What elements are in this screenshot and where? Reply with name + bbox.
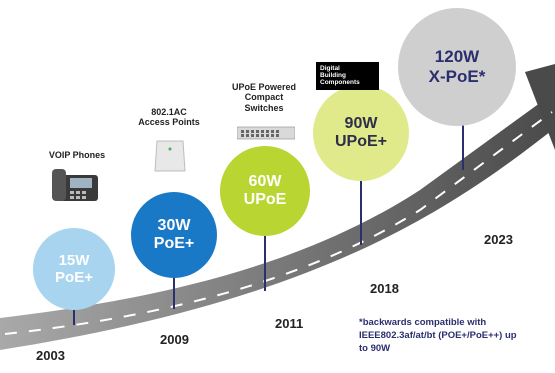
milestone-120w: 120W X-PoE*	[398, 8, 516, 126]
road-arrow-head	[525, 64, 555, 150]
milestone-standard: PoE+	[55, 269, 93, 286]
logo-line3: Components	[320, 79, 360, 87]
access-points-label-line1: 802.1AC	[151, 107, 187, 117]
footnote-line2: IEEE802.3af/at/bt (POE+/PoE++) up	[359, 329, 517, 341]
milestone-90w: 90W UPoE+	[313, 85, 409, 181]
voip-phone-icon	[52, 169, 98, 201]
milestone-30w: 30W PoE+	[131, 192, 217, 278]
milestone-15w: 15W PoE+	[33, 228, 115, 310]
year-2018: 2018	[370, 281, 399, 296]
digital-building-logo: Digital Building Components	[316, 62, 379, 90]
road-surface	[0, 92, 555, 350]
year-2003: 2003	[36, 348, 65, 363]
access-points-label-line2: Access Points	[138, 117, 200, 128]
milestone-power: 30W	[157, 216, 191, 234]
stem-2023	[462, 125, 464, 170]
stem-2009	[173, 277, 175, 309]
footnote-line3: to 90W	[359, 342, 391, 354]
milestone-standard: X-PoE*	[428, 67, 486, 86]
milestone-power: 120W	[434, 47, 480, 67]
access-points-label: 802.1AC Access Points	[124, 107, 214, 128]
voip-phones-label: VOIP Phones	[48, 150, 106, 160]
stem-2011	[264, 235, 266, 291]
switches-label-line3: Switches	[244, 102, 284, 113]
access-point-icon	[154, 140, 186, 172]
year-2023: 2023	[484, 232, 513, 247]
stem-2003	[73, 309, 75, 325]
milestone-standard: UPoE+	[334, 133, 387, 150]
milestone-standard: PoE+	[153, 235, 195, 252]
switches-label-line1: UPoE Powered	[231, 82, 296, 92]
year-2011: 2011	[275, 316, 304, 331]
network-switch-icon	[237, 126, 295, 140]
milestone-power: 15W	[58, 251, 90, 269]
switches-label-line2: Compact	[244, 92, 284, 103]
compatibility-footnote: *backwards compatible with IEEE802.3af/a…	[359, 317, 549, 355]
milestone-60w: 60W UPoE	[220, 146, 310, 236]
logo-line1: Digital	[320, 65, 340, 72]
milestone-standard: UPoE	[243, 191, 287, 208]
logo-line2: Building	[320, 72, 346, 80]
stem-2018	[360, 180, 362, 245]
switches-label: UPoE Powered Compact Switches	[216, 82, 312, 113]
footnote-line1: *backwards compatible with	[359, 317, 487, 328]
year-2009: 2009	[160, 332, 189, 347]
milestone-power: 60W	[248, 172, 282, 190]
milestone-power: 90W	[344, 114, 378, 132]
